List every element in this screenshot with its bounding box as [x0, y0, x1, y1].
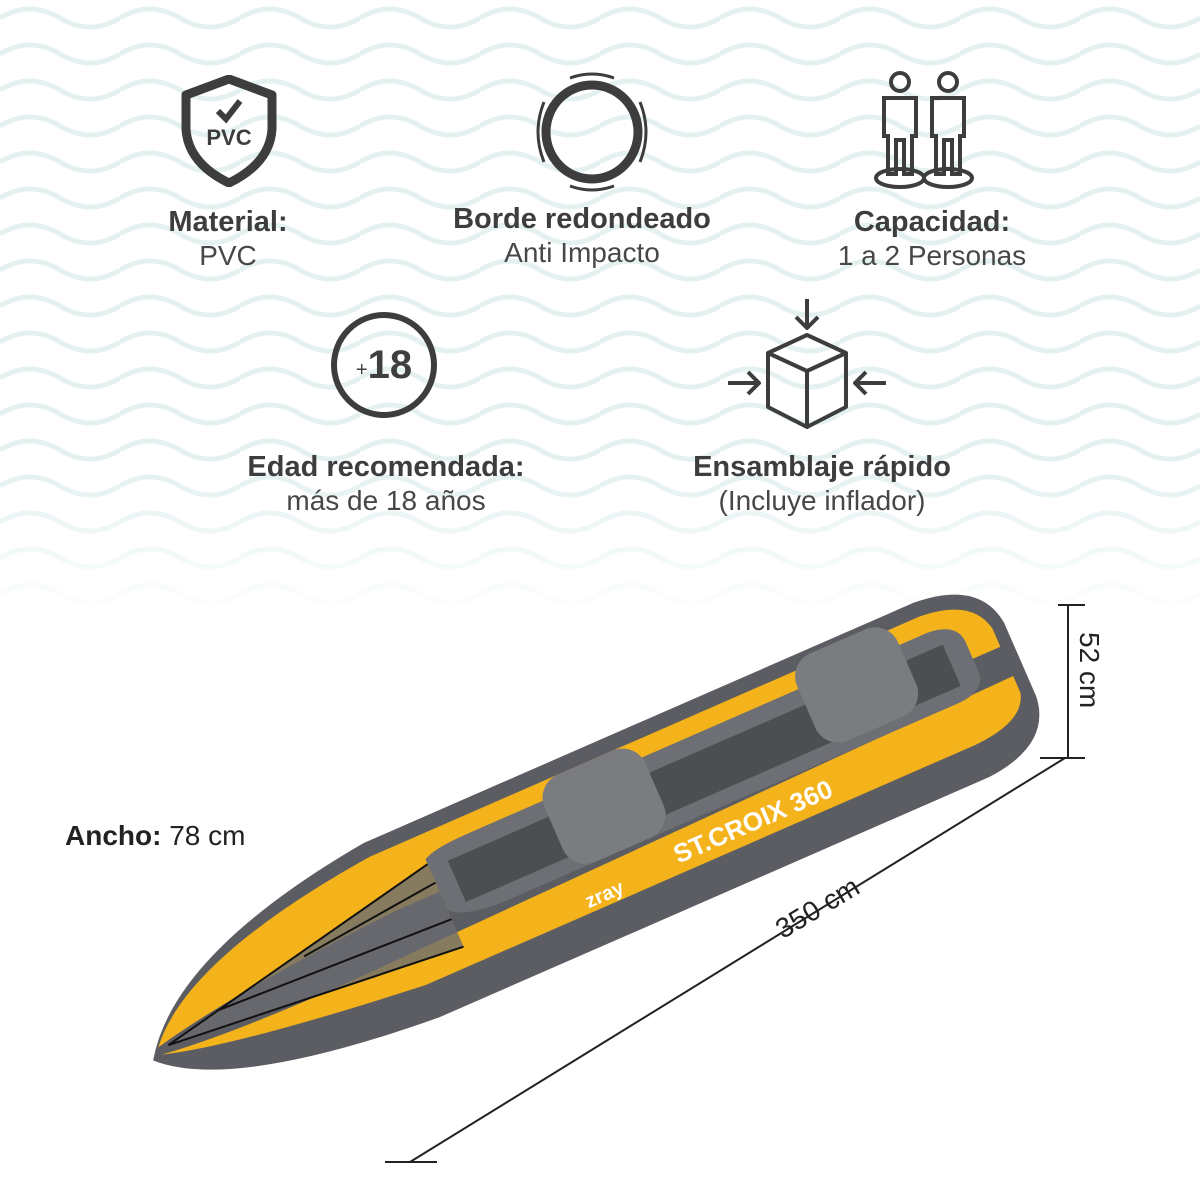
age-number: 18	[367, 342, 413, 387]
feature-subtitle: Anti Impacto	[504, 237, 660, 268]
pvc-shield-icon: PVC	[181, 75, 277, 187]
feature-capacity: Capacidad: 1 a 2 Personas	[752, 205, 1112, 273]
feature-title: Material:	[168, 206, 288, 238]
wave-background	[0, 0, 1200, 620]
feature-title: Edad recomendada:	[247, 451, 525, 483]
feature-title: Borde redondeado	[453, 203, 711, 235]
width-label: Ancho:	[65, 820, 162, 851]
feature-subtitle: PVC	[199, 240, 257, 271]
feature-rounded-edge: Borde redondeado Anti Impacto	[402, 202, 762, 270]
feature-subtitle: (Incluye inflador)	[718, 485, 926, 516]
feature-subtitle: más de 18 años	[286, 485, 486, 516]
feature-age: Edad recomendada: más de 18 años	[206, 450, 566, 518]
feature-title: Ensamblaje rápido	[693, 451, 951, 483]
feature-title: Capacidad:	[853, 206, 1011, 238]
kayak-image: ST.CROIX 360 zray	[153, 594, 1085, 1163]
feature-material: Material: PVC	[48, 205, 408, 273]
plus-sign: +	[355, 358, 368, 381]
rounded-edge-icon	[536, 72, 648, 192]
age-18-icon: + 18	[331, 312, 437, 418]
feature-assembly: Ensamblaje rápido (Incluye inflador)	[642, 450, 1002, 518]
two-people-icon	[874, 71, 974, 189]
pvc-badge-text: PVC	[206, 125, 251, 150]
width-dimension: Ancho: 78 cm	[65, 820, 245, 852]
width-value: 78 cm	[169, 820, 246, 851]
height-dimension-line	[1040, 604, 1085, 759]
feature-subtitle: 1 a 2 Personas	[837, 240, 1027, 271]
height-dimension: 52 cm	[1074, 632, 1105, 709]
compressed-box-icon	[728, 299, 886, 429]
length-dimension-line	[409, 757, 1066, 1163]
